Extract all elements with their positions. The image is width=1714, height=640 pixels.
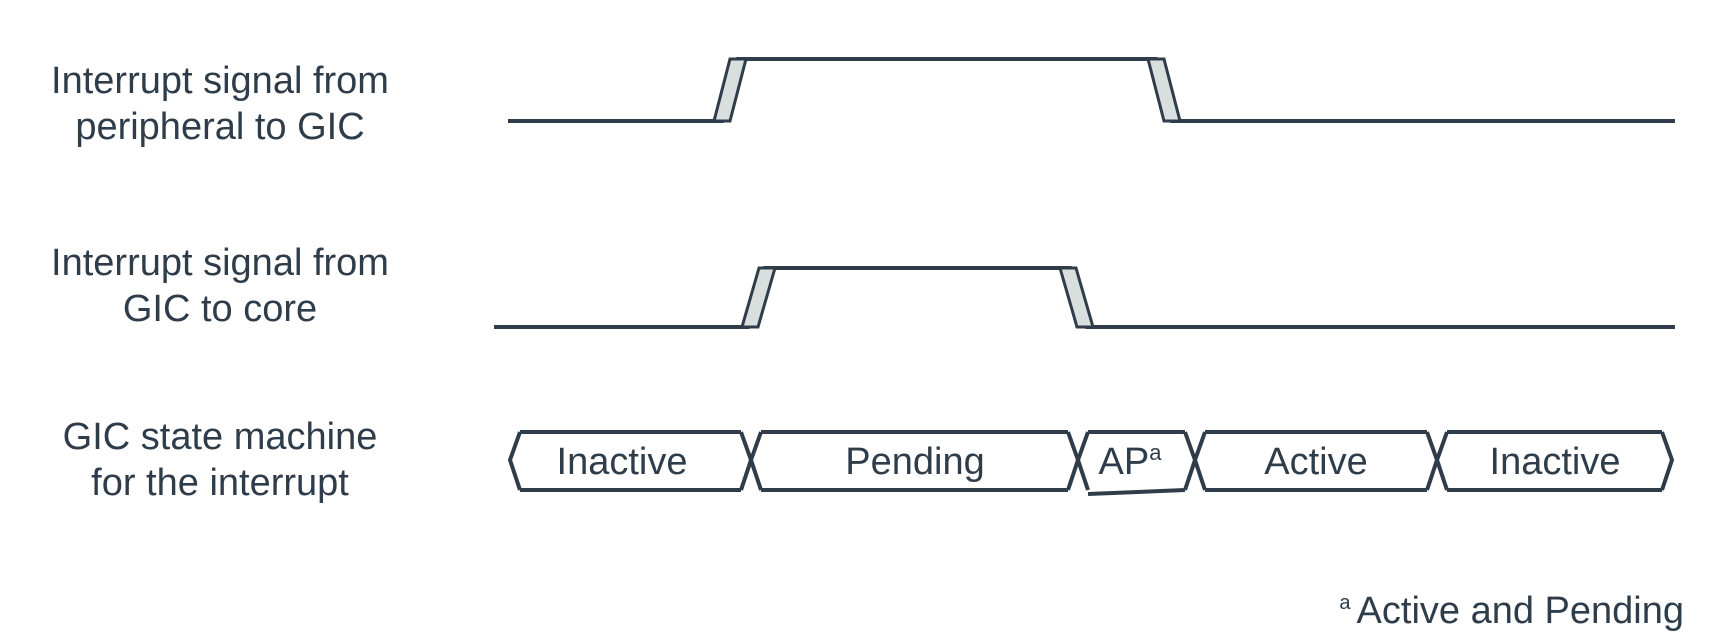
state-transition-cross [1192,431,1207,491]
footnote-text: Active and Pending [1356,590,1684,632]
signal-line [494,266,1675,329]
falling-edge-transition [1146,57,1182,123]
state-label-active-and-pending: APa [1099,440,1163,483]
state-label-ap-superscript: a [1149,440,1162,465]
state-labels: Inactive Pending APa Active Inactive [557,440,1621,483]
footnote-marker: a [1339,592,1351,614]
state-label-inactive: Inactive [557,441,688,483]
state-label-pending: Pending [845,441,984,483]
row-label-line: Interrupt signal from [51,242,389,284]
row-label-gic-state-machine: GIC state machine for the interrupt [30,414,410,506]
signal-line [508,57,1675,123]
state-bus-bottom-segment [1087,488,1186,496]
waveform-peripheral-to-gic [508,57,1675,123]
waveform-gic-to-core [494,266,1675,329]
row-label-gic-to-core: Interrupt signal from GIC to core [30,240,410,332]
falling-edge-transition [1058,266,1095,329]
row-label-peripheral-to-gic: Interrupt signal from peripheral to GIC [30,58,410,150]
row-label-line: GIC to core [122,288,318,330]
state-label-ap-text: AP [1099,441,1150,483]
row-label-line: GIC state machine [62,416,378,458]
rising-edge-transition [740,266,777,329]
rising-edge-transition [712,57,748,123]
state-bus [507,430,1675,496]
state-bus-end-cap [1660,431,1675,491]
state-label-active: Active [1264,441,1367,483]
state-bus-start-cap [507,431,522,491]
row-label-line: Interrupt signal from [51,60,389,102]
state-transition-cross [1075,431,1090,491]
row-label-line: peripheral to GIC [75,106,365,148]
row-label-line: for the interrupt [91,462,349,504]
state-label-inactive: Inactive [1490,441,1621,483]
state-transition-cross [748,431,763,491]
state-transition-cross [1434,431,1449,491]
